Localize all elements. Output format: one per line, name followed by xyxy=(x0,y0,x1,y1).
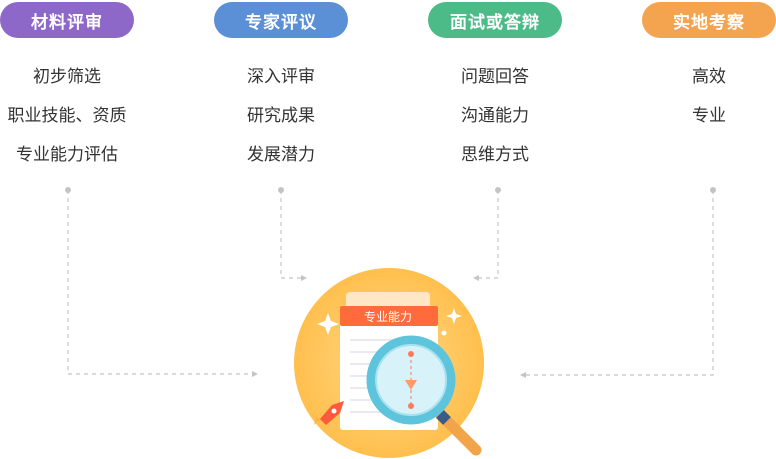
sparkle-icon xyxy=(446,308,462,324)
center-illustration xyxy=(294,268,484,458)
items-material-review: 初步筛选 职业技能、资质 专业能力评估 xyxy=(0,58,147,175)
sparkle-dot xyxy=(441,330,447,336)
list-item: 研究成果 xyxy=(247,106,315,126)
items-site-visit: 高效 专业 xyxy=(629,58,776,136)
connector-material-review xyxy=(67,190,254,375)
arrowhead xyxy=(301,275,307,281)
arrowhead xyxy=(520,372,526,378)
list-item: 沟通能力 xyxy=(461,106,529,126)
center-label: 专业能力 xyxy=(363,309,412,324)
list-item: 专业 xyxy=(692,106,726,126)
connector-interview xyxy=(477,190,499,279)
connector-dot xyxy=(710,187,716,193)
connector-expert-review xyxy=(280,190,303,279)
category-pill-site-visit: 实地考察 xyxy=(642,2,776,38)
pill-label: 实地考察 xyxy=(673,12,745,33)
document-header-band xyxy=(340,306,438,326)
connector-dot xyxy=(495,187,501,193)
pill-label: 面试或答辩 xyxy=(450,12,540,33)
items-interview: 问题回答 沟通能力 思维方式 xyxy=(415,58,575,175)
list-item: 深入评审 xyxy=(247,67,315,87)
pill-label: 材料评审 xyxy=(31,12,103,33)
arrowhead xyxy=(252,371,258,377)
arrowhead xyxy=(473,275,479,281)
category-pill-material-review: 材料评审 xyxy=(0,2,134,38)
connector-dot xyxy=(65,187,71,193)
connector-dot xyxy=(278,187,284,193)
category-pill-interview: 面试或答辩 xyxy=(428,2,562,38)
list-item: 职业技能、资质 xyxy=(7,106,127,126)
list-item: 专业能力评估 xyxy=(16,145,118,165)
list-item: 思维方式 xyxy=(461,145,529,165)
down-arrow-icon xyxy=(405,380,417,390)
list-item: 初步筛选 xyxy=(33,67,101,87)
list-item: 问题回答 xyxy=(461,67,529,87)
connector-site-visit xyxy=(524,190,714,376)
pill-label: 专家评议 xyxy=(245,12,317,33)
category-pill-expert-review: 专家评议 xyxy=(214,2,348,38)
list-item: 发展潜力 xyxy=(247,145,315,165)
rocket-icon xyxy=(314,401,344,425)
list-item: 高效 xyxy=(692,67,726,87)
sparkle-icon xyxy=(317,313,339,335)
items-expert-review: 深入评审 研究成果 发展潜力 xyxy=(201,58,361,175)
